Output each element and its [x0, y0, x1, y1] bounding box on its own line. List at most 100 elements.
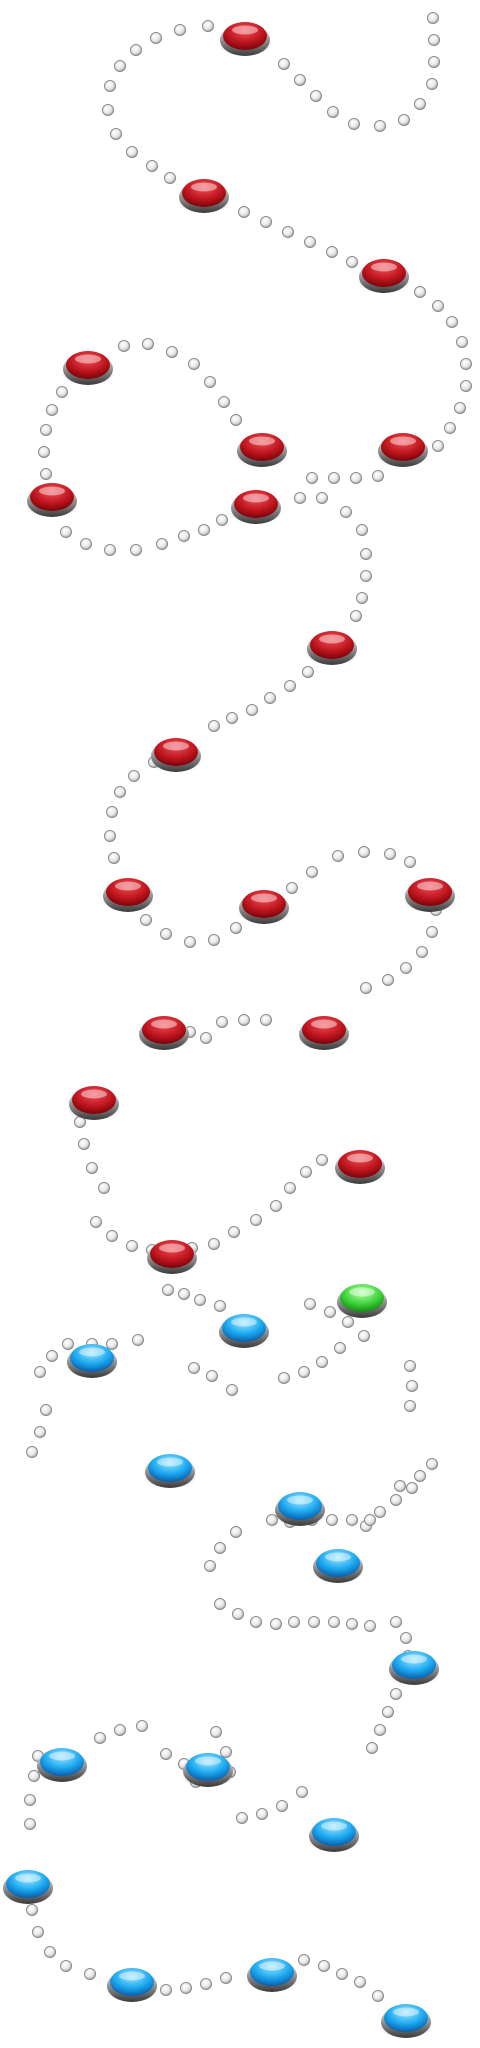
path-dot [214, 1300, 226, 1312]
level-7-button-completed[interactable] [25, 483, 79, 517]
path-dot [140, 914, 152, 926]
path-dot [126, 1240, 138, 1252]
path-dot [384, 848, 396, 860]
path-dot [316, 1356, 328, 1368]
path-dot [150, 32, 162, 44]
path-dot [414, 98, 426, 110]
path-dot [104, 830, 116, 842]
level-12-button-completed[interactable] [237, 890, 291, 924]
level-17-button-completed[interactable] [333, 1150, 387, 1184]
level-15-button-completed[interactable] [297, 1016, 351, 1050]
path-dot [406, 1380, 418, 1392]
path-dot [374, 1506, 386, 1518]
level-2-button-completed[interactable] [177, 179, 231, 213]
path-dot [428, 34, 440, 46]
path-dot [342, 1316, 354, 1328]
path-dot [44, 1946, 56, 1958]
level-27-button-locked[interactable] [181, 1753, 235, 1787]
path-dot [214, 1542, 226, 1554]
path-dot [432, 440, 444, 452]
path-dot [400, 962, 412, 974]
level-21-button-locked[interactable] [65, 1344, 119, 1378]
path-dot [346, 1618, 358, 1630]
path-dot [354, 1976, 366, 1988]
path-dot [104, 544, 116, 556]
path-dot [160, 1984, 172, 1996]
path-dot [332, 850, 344, 862]
path-dot [390, 1688, 402, 1700]
path-dot [218, 396, 230, 408]
level-24-button-locked[interactable] [311, 1549, 365, 1583]
level-1-button-completed[interactable] [218, 22, 272, 56]
path-dot [278, 58, 290, 70]
path-dot [336, 1968, 348, 1980]
path-dot [166, 346, 178, 358]
level-32-button-locked[interactable] [379, 2004, 433, 2038]
path-dot [32, 1926, 44, 1938]
level-23-button-locked[interactable] [273, 1492, 327, 1526]
path-dot [26, 1904, 38, 1916]
level-18-button-completed[interactable] [145, 1240, 199, 1274]
level-28-button-locked[interactable] [307, 1818, 361, 1852]
level-9-button-completed[interactable] [305, 631, 359, 665]
path-dot [194, 1294, 206, 1306]
path-dot [414, 1470, 426, 1482]
path-dot [90, 1216, 102, 1228]
level-11-button-completed[interactable] [101, 878, 155, 912]
path-dot [126, 146, 138, 158]
level-13-button-completed[interactable] [403, 878, 457, 912]
path-dot [324, 1306, 336, 1318]
path-dot [372, 470, 384, 482]
level-22-button-locked[interactable] [143, 1454, 197, 1488]
path-dot [246, 704, 258, 716]
path-dot [328, 472, 340, 484]
path-dot [296, 1786, 308, 1798]
path-dot [294, 74, 306, 86]
level-6-button-completed[interactable] [376, 433, 430, 467]
path-dot [356, 592, 368, 604]
path-dot [228, 1226, 240, 1238]
path-dot [226, 1384, 238, 1396]
level-buttons [1, 22, 457, 2038]
level-30-button-locked[interactable] [105, 1968, 159, 2002]
level-16-button-completed[interactable] [67, 1086, 121, 1120]
path-dot [238, 1014, 250, 1026]
path-dot [98, 1182, 110, 1194]
path-dot [398, 114, 410, 126]
level-4-button-completed[interactable] [61, 351, 115, 385]
path-dot [428, 56, 440, 68]
path-dot [270, 1618, 282, 1630]
path-dot [382, 1706, 394, 1718]
path-dot [460, 358, 472, 370]
path-dot [188, 1362, 200, 1374]
path-dot [306, 472, 318, 484]
level-25-button-locked[interactable] [387, 1651, 441, 1685]
path-dot [132, 1334, 144, 1346]
level-10-button-completed[interactable] [149, 738, 203, 772]
path-dot [390, 1616, 402, 1628]
level-8-button-completed[interactable] [229, 490, 283, 524]
path-dot [216, 514, 228, 526]
level-5-button-completed[interactable] [235, 433, 289, 467]
path-dot [406, 1482, 418, 1494]
path-dot [372, 1990, 384, 2002]
path-dot [444, 422, 456, 434]
path-dot [270, 1200, 282, 1212]
path-dot [350, 472, 362, 484]
level-14-button-completed[interactable] [137, 1016, 191, 1050]
path-dot [328, 1616, 340, 1628]
path-dot [327, 106, 339, 118]
level-31-button-locked[interactable] [245, 1958, 299, 1992]
level-19-button-current[interactable] [335, 1284, 389, 1318]
level-29-button-locked[interactable] [1, 1870, 55, 1904]
path-dot [298, 1366, 310, 1378]
level-3-button-completed[interactable] [357, 259, 411, 293]
path-dot [56, 386, 68, 398]
path-dot [360, 570, 372, 582]
level-20-button-locked[interactable] [217, 1314, 271, 1348]
level-26-button-locked[interactable] [35, 1748, 89, 1782]
path-dot [178, 530, 190, 542]
path-dot [128, 770, 140, 782]
